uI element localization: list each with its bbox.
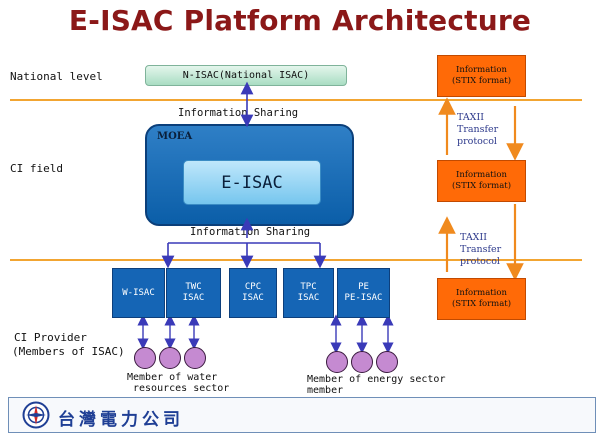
energy-label-line2: member bbox=[307, 385, 344, 396]
member-circle bbox=[134, 347, 156, 369]
isac-line2: ISAC bbox=[182, 293, 205, 303]
taxii-label-upper: TAXII Transfer protocol bbox=[457, 112, 498, 148]
isac-line2: PE-ISAC bbox=[344, 293, 383, 303]
isac-line2: ISAC bbox=[297, 293, 320, 303]
member-circle bbox=[326, 351, 348, 373]
info-sharing-bottom-label: Information Sharing bbox=[190, 226, 311, 238]
isac-line1: CPC bbox=[244, 282, 262, 292]
member-circle bbox=[184, 347, 206, 369]
label-ci-provider: CI Provider bbox=[14, 331, 87, 344]
member-circle bbox=[351, 351, 373, 373]
taxii-label-lower: TAXII Transfer protocol bbox=[460, 232, 501, 268]
taxii-line: protocol bbox=[460, 256, 500, 267]
company-logo-text: 台灣電力公司 bbox=[58, 410, 184, 430]
info-box-ci-field: Information(STIX format) bbox=[437, 160, 526, 202]
water-members-label: Member of water resources sector bbox=[127, 372, 229, 394]
info-box-national: Information(STIX format) bbox=[437, 55, 526, 97]
info-line2: (STIX format) bbox=[451, 299, 512, 309]
isac-line1: PE bbox=[358, 282, 369, 292]
taxii-line: TAXII bbox=[457, 112, 484, 123]
info-line2: (STIX format) bbox=[451, 76, 512, 86]
taxii-line: Transfer bbox=[460, 244, 502, 255]
eisac-box: E-ISAC bbox=[183, 160, 321, 205]
info-line2: (STIX format) bbox=[451, 181, 512, 191]
footer-bar bbox=[8, 397, 596, 433]
energy-members-label: Member of energy sector member bbox=[307, 374, 445, 396]
separator-line-top bbox=[10, 99, 582, 101]
info-line1: Information bbox=[455, 170, 507, 180]
info-line1: Information bbox=[455, 288, 507, 298]
label-national-level: National level bbox=[10, 70, 103, 83]
moea-box: MOEA E-ISAC bbox=[145, 124, 354, 226]
info-line1: Information bbox=[455, 65, 507, 75]
isac-line1: TPC bbox=[300, 282, 317, 292]
energy-label-line1: Member of energy sector bbox=[307, 374, 446, 385]
water-label-line2: resources sector bbox=[133, 383, 230, 394]
taipower-logo-icon bbox=[22, 401, 50, 429]
info-box-ci-provider: Information(STIX format) bbox=[437, 278, 526, 320]
member-circle bbox=[159, 347, 181, 369]
info-sharing-top-label: Information Sharing bbox=[178, 107, 299, 119]
water-label-line1: Member of water bbox=[127, 372, 218, 383]
isac-line1: W-ISAC bbox=[122, 287, 155, 298]
label-ci-field: CI field bbox=[10, 162, 63, 175]
isac-line2: ISAC bbox=[242, 293, 264, 303]
isac-line1: TWC bbox=[185, 282, 202, 292]
moea-label: MOEA bbox=[157, 131, 193, 142]
separator-line-bottom bbox=[10, 259, 582, 261]
taxii-line: TAXII bbox=[460, 232, 487, 243]
label-members-of-isac: (Members of ISAC) bbox=[12, 345, 125, 358]
page-title: E-ISAC Platform Architecture bbox=[68, 4, 532, 37]
taxii-line: protocol bbox=[457, 136, 497, 147]
isac-box-w-isac: W-ISAC bbox=[112, 268, 165, 318]
taxii-line: Transfer bbox=[457, 124, 499, 135]
member-circle bbox=[376, 351, 398, 373]
